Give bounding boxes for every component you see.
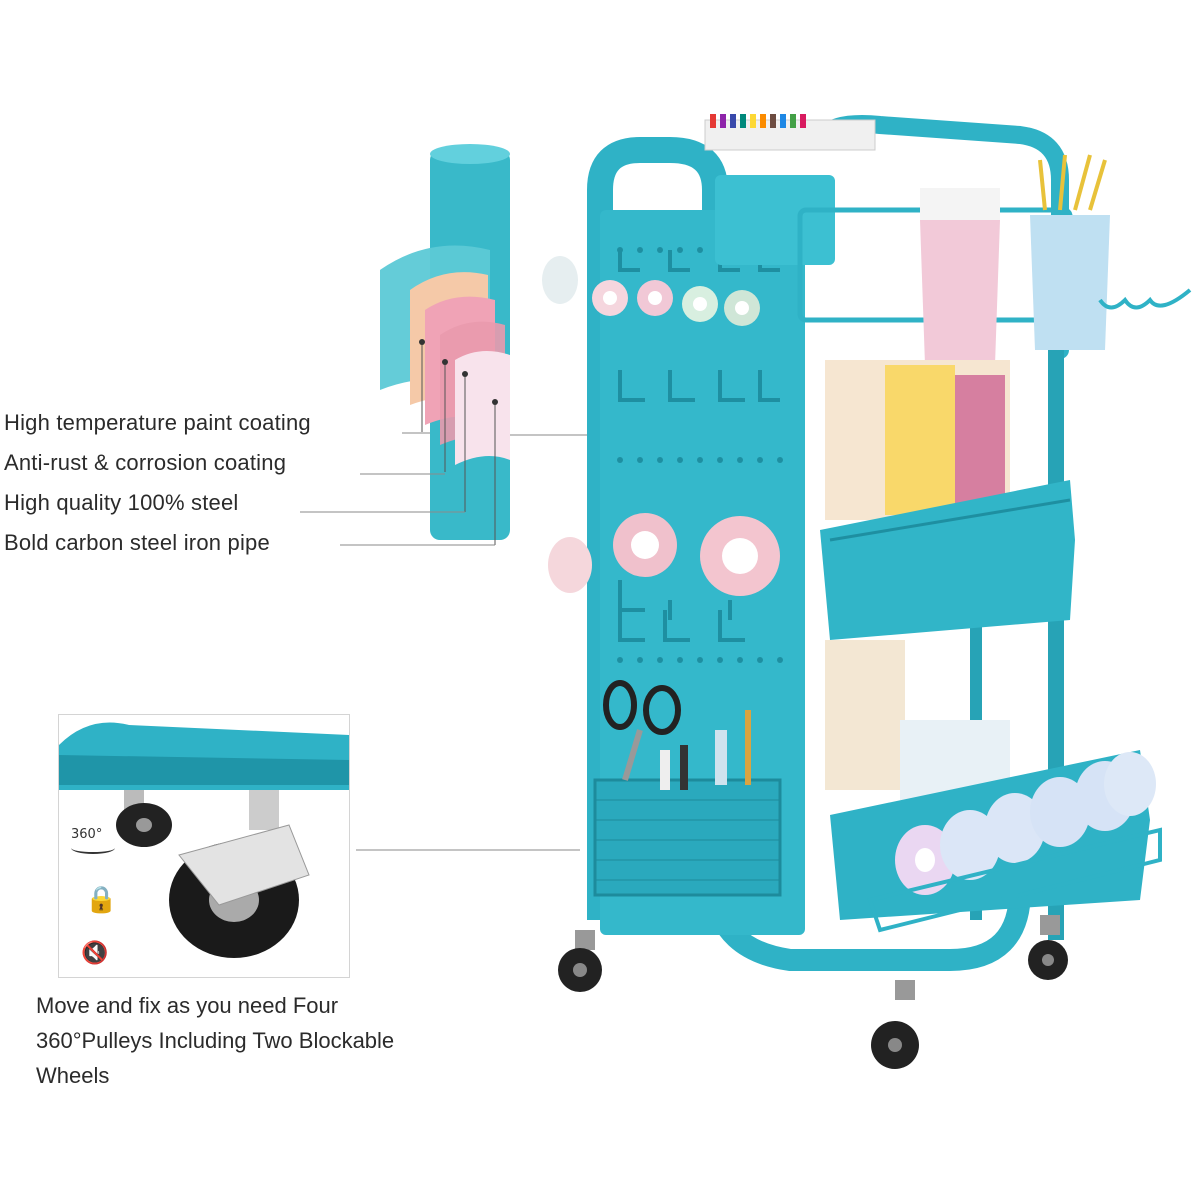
rotate-360-icon: 360° <box>71 827 115 854</box>
wheel-detail-inset: 360° 🔒 🔇 <box>58 714 350 978</box>
feature-leader-lines <box>300 432 590 546</box>
rolling-cart-illustration <box>542 114 1192 1069</box>
speaker-mute-icon: 🔇 <box>81 941 109 966</box>
coating-layers-diagram <box>380 144 510 545</box>
wheel-caption: Move and fix as you need Four 360°Pulley… <box>36 993 395 1088</box>
padlock-icon: 🔒 <box>85 885 118 915</box>
feature-label-steel: High quality 100% steel <box>4 490 239 515</box>
caster-wheel-illustration <box>59 722 349 958</box>
feature-label-pipe: Bold carbon steel iron pipe <box>4 530 270 555</box>
feature-label-paint: High temperature paint coating <box>4 410 311 435</box>
feature-label-anti-rust: Anti-rust & corrosion coating <box>4 450 287 475</box>
